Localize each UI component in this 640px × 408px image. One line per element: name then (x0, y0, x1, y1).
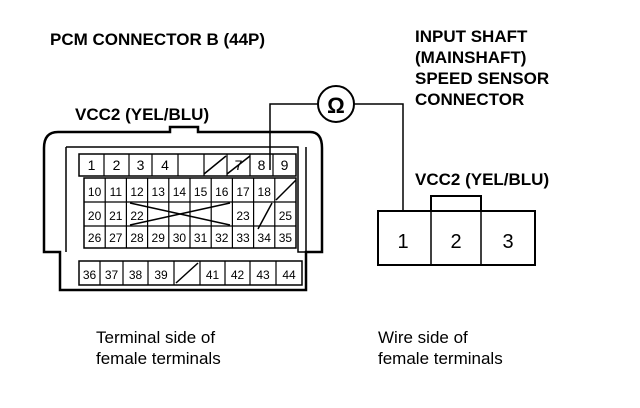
pcm-terminal-15: 15 (194, 185, 208, 199)
sensor-title-line-1: INPUT SHAFT (415, 27, 528, 46)
pcm-terminal-36: 36 (83, 268, 97, 282)
pcm-terminal-14: 14 (173, 185, 187, 199)
pcm-terminal-20: 20 (88, 209, 102, 223)
test-leads (269, 103, 404, 211)
test-lead-pcm (269, 103, 318, 170)
pcm-terminal-25: 25 (279, 209, 293, 223)
pcm-terminal-7: 7 (235, 157, 243, 173)
pcm-terminal-1: 1 (88, 157, 96, 173)
pcm-terminal-32: 32 (215, 231, 229, 245)
pcm-terminal-23: 23 (236, 209, 250, 223)
pcm-terminal-13: 13 (152, 185, 166, 199)
pcm-terminal-17: 17 (236, 185, 250, 199)
pcm-terminal-29: 29 (152, 231, 166, 245)
sensor-caption-line-1: Wire side of (378, 328, 468, 347)
pcm-blank-cavity-marks (129, 155, 297, 284)
pcm-terminal-42: 42 (231, 268, 245, 282)
test-lead-sensor (354, 103, 404, 211)
sensor-title-line-3: SPEED SENSOR (415, 69, 549, 88)
pcm-terminal-22: 22 (130, 209, 144, 223)
sensor-wire-label: VCC2 (YEL/BLU) (415, 170, 549, 189)
pcm-caption-line-1: Terminal side of (96, 328, 215, 347)
sensor-title-line-2: (MAINSHAFT) (415, 48, 526, 67)
pcm-terminal-12: 12 (130, 185, 144, 199)
sensor-terminal-3: 3 (502, 231, 513, 253)
ohmmeter: Ω (317, 85, 355, 123)
pcm-terminal-41: 41 (206, 268, 220, 282)
pcm-terminal-30: 30 (173, 231, 187, 245)
pcm-terminal-2: 2 (113, 157, 121, 173)
pcm-terminal-3: 3 (137, 157, 145, 173)
pcm-terminal-11: 11 (110, 185, 123, 199)
pcm-terminal-9: 9 (281, 157, 289, 173)
sensor-connector-housing (377, 195, 536, 266)
pcm-terminal-35: 35 (279, 231, 293, 245)
pcm-terminal-4: 4 (161, 157, 169, 173)
pcm-terminal-8: 8 (258, 157, 266, 173)
pcm-terminal-21: 21 (109, 209, 123, 223)
sensor-terminal-2: 2 (450, 231, 461, 253)
pcm-terminal-28: 28 (130, 231, 144, 245)
pcm-connector-housing (42, 125, 324, 292)
pcm-terminal-26: 26 (88, 231, 102, 245)
pcm-wire-label: VCC2 (YEL/BLU) (75, 105, 209, 124)
pcm-terminal-33: 33 (236, 231, 250, 245)
ohm-symbol: Ω (327, 93, 345, 118)
pcm-terminal-dividers (84, 154, 296, 285)
sensor-terminal-1: 1 (397, 231, 408, 253)
sensor-title-line-4: CONNECTOR (415, 90, 524, 109)
pcm-terminal-10: 10 (88, 185, 102, 199)
pcm-terminal-31: 31 (194, 231, 208, 245)
pcm-terminal-38: 38 (129, 268, 143, 282)
pcm-terminal-44: 44 (282, 268, 296, 282)
sensor-caption-line-2: female terminals (378, 349, 503, 368)
pcm-terminal-27: 27 (109, 231, 123, 245)
pcm-terminal-18: 18 (258, 185, 272, 199)
pcm-terminal-34: 34 (258, 231, 272, 245)
pcm-terminal-16: 16 (215, 185, 229, 199)
pcm-terminal-39: 39 (154, 268, 168, 282)
pcm-terminal-43: 43 (256, 268, 270, 282)
pcm-connector-title: PCM CONNECTOR B (44P) (50, 30, 265, 49)
pcm-terminal-37: 37 (105, 268, 119, 282)
pcm-caption-line-2: female terminals (96, 349, 221, 368)
